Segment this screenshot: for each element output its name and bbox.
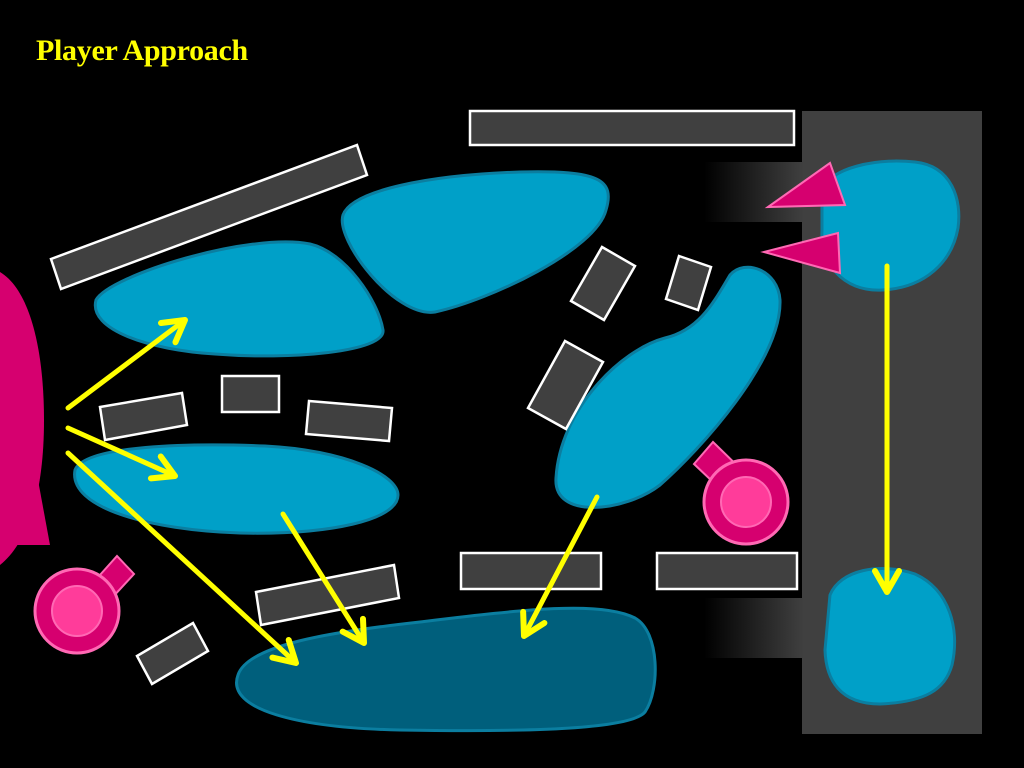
- cover-blocks: [49, 109, 799, 686]
- door-top: [704, 162, 804, 222]
- turret-icon: [692, 440, 790, 546]
- cover-block-icon: [304, 399, 394, 443]
- cover-block-icon: [135, 621, 210, 686]
- turret-core: [51, 585, 103, 637]
- turret-icon: [33, 554, 136, 655]
- cover-block-icon: [220, 374, 281, 414]
- approach-arrows: [65, 263, 902, 666]
- enemy-spawn-wedges: [760, 161, 847, 275]
- cover-area-upper-center: [340, 170, 610, 314]
- cover-block-icon: [664, 254, 713, 312]
- cover-block-icon: [526, 339, 605, 431]
- player-spawn-icon: [0, 272, 50, 565]
- cover-block-icon: [49, 143, 369, 291]
- cover-block-icon: [655, 551, 799, 591]
- approach-arrow-icon: [65, 450, 299, 666]
- cover-block-icon: [569, 245, 637, 322]
- cover-block-icon: [459, 551, 603, 591]
- enemy-spawn-wedge-icon: [764, 161, 847, 209]
- slide-title: Player Approach: [36, 34, 248, 67]
- enemy-spawn-wedge-icon: [760, 231, 842, 275]
- spawn-body: [0, 272, 44, 565]
- turret-core: [720, 476, 772, 528]
- approach-arrow-icon: [520, 494, 600, 639]
- target-area-bottom: [235, 606, 657, 733]
- cover-block-icon: [468, 109, 796, 147]
- approach-arrow-icon: [65, 317, 188, 411]
- cover-block-icon: [254, 563, 401, 627]
- cover-area-building-top: [820, 159, 961, 292]
- cover-block-icon: [98, 391, 189, 442]
- approach-arrow-icon: [280, 511, 367, 646]
- door-bottom: [704, 598, 804, 658]
- cover-area-middle-left: [73, 443, 400, 535]
- cover-area-building-bottom: [823, 567, 957, 706]
- approach-arrow-icon: [65, 425, 178, 482]
- cover-area-right-curve: [554, 265, 782, 509]
